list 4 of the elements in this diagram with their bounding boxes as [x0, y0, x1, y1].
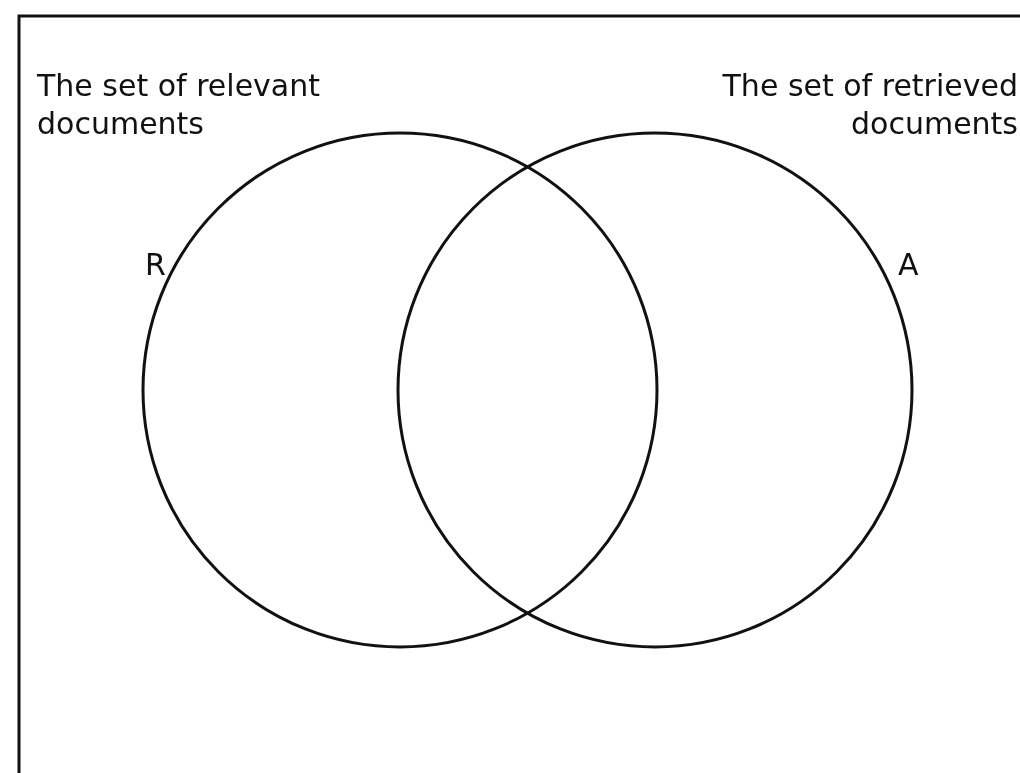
set-label: The set of retrieved documents — [721, 67, 1018, 143]
set-label: The set of relevant documents — [37, 67, 321, 143]
set-letter: R — [145, 246, 167, 284]
set-letter: A — [898, 246, 920, 284]
